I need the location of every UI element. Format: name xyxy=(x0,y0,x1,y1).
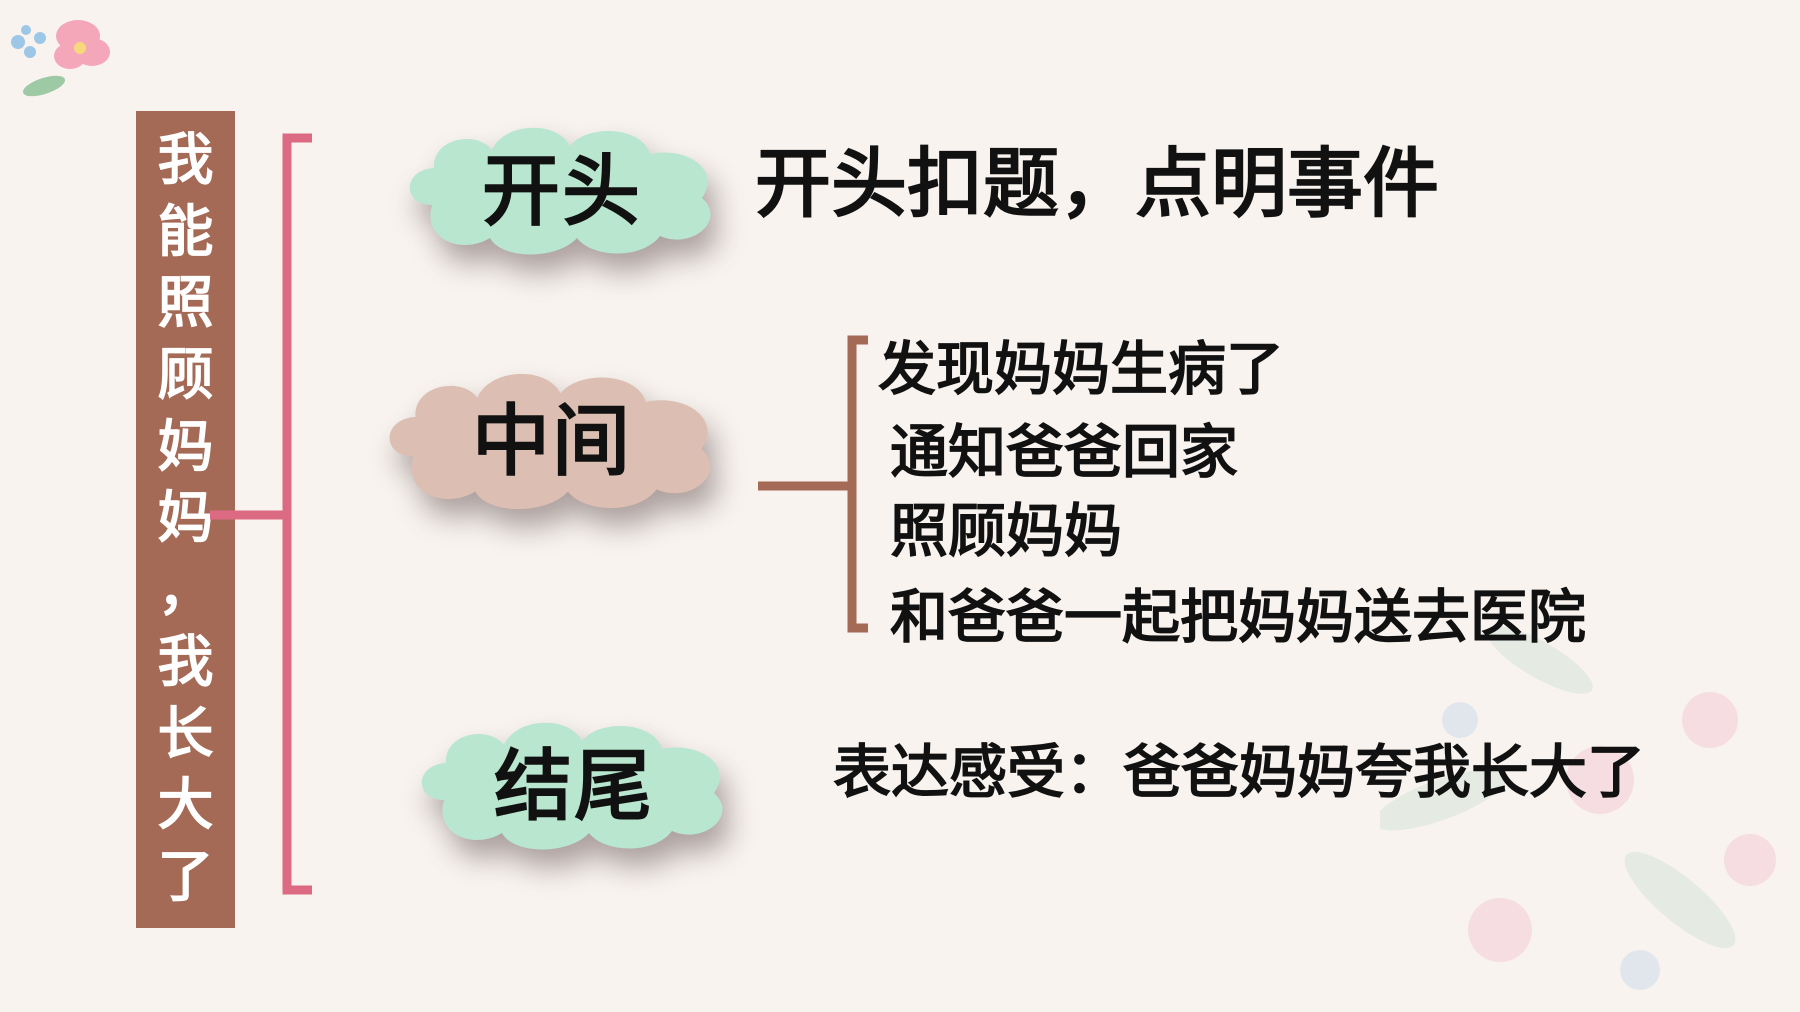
middle-item: 发现妈妈生病了 xyxy=(878,335,1285,403)
cloud-label-end: 结尾 xyxy=(493,742,654,832)
title-char: 我 xyxy=(157,127,214,193)
flower-decoration-icon xyxy=(1380,626,1776,990)
cloud-label-start: 开头 xyxy=(481,147,642,237)
cloud-middle: 中间 xyxy=(367,355,737,519)
title-char: ， xyxy=(157,558,214,624)
middle-item: 通知爸爸回家 xyxy=(890,418,1239,486)
cloud-shape xyxy=(421,722,723,850)
cloud-shape xyxy=(389,373,711,510)
main-bracket xyxy=(282,133,312,895)
title-char: 妈 xyxy=(157,486,214,552)
start-description: 开头扣题，点明事件 xyxy=(755,139,1439,228)
sub-bracket xyxy=(847,335,868,633)
title-char: 能 xyxy=(157,199,214,265)
title-bar: 我 能 照 顾 妈 妈 ， 我 长 大 了 xyxy=(136,111,235,928)
title-char: 我 xyxy=(157,629,214,695)
cloud-shape xyxy=(409,127,711,255)
title-char: 照 xyxy=(157,271,214,337)
title-char: 妈 xyxy=(157,414,214,480)
cloud-label-middle: 中间 xyxy=(471,397,632,487)
middle-item: 和爸爸一起把妈妈送去医院 xyxy=(890,583,1587,651)
title-char: 大 xyxy=(157,773,214,839)
cloud-end: 结尾 xyxy=(404,705,744,859)
title-char: 顾 xyxy=(157,343,214,409)
middle-item: 照顾妈妈 xyxy=(890,497,1123,565)
title-char: 长 xyxy=(157,701,214,767)
title-char: 了 xyxy=(157,845,214,911)
flower-decoration-icon xyxy=(11,20,110,97)
cloud-start: 开头 xyxy=(392,110,732,264)
end-description: 表达感受：爸爸妈妈夸我长大了 xyxy=(833,738,1646,806)
